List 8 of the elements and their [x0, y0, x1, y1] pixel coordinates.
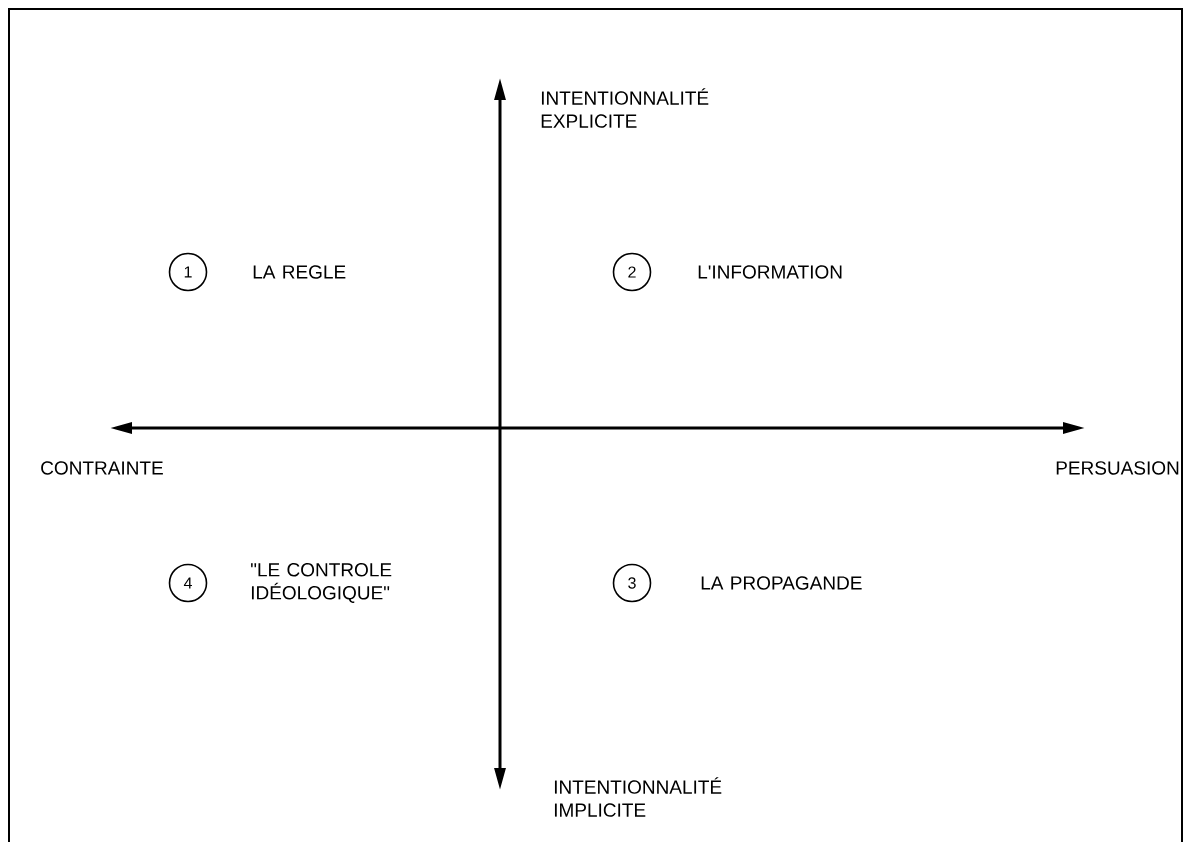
quadrant-label: L'INFORMATION — [698, 265, 842, 279]
axis-label: PERSUASION — [1056, 461, 1179, 475]
quadrant-label: "LE CONTROLE IDÉOLOGIQUE" — [251, 563, 392, 603]
axis-label: INTENTIONNALITÉ EXPLICITE — [541, 88, 709, 128]
axis-label: CONTRAINTE — [41, 461, 163, 475]
quadrant-label: LA PROPAGANDE — [701, 576, 862, 590]
axis-label: INTENTIONNALITÉ IMPLICITE — [554, 777, 722, 817]
quadrant-label: LA REGLE — [253, 265, 346, 279]
